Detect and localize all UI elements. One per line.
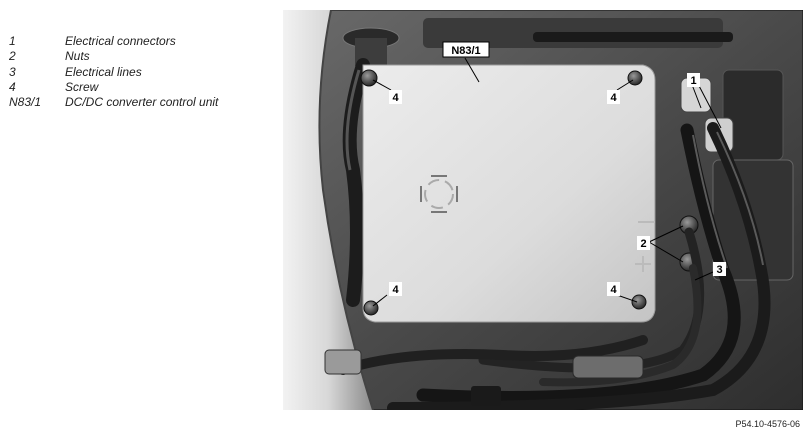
electrical-line (387, 122, 771, 410)
legend-desc: Electrical connectors (65, 34, 176, 48)
callout-screw-text: 4 (610, 284, 617, 296)
callout-label-unit: N83/1 (442, 41, 490, 58)
top-rail (533, 32, 733, 42)
legend: 1 Electrical connectors 2 Nuts 3 Electri… (9, 34, 274, 110)
callout-label-screw: 4 (389, 90, 402, 104)
legend-row: 3 Electrical lines (9, 65, 274, 80)
callout-leaders (372, 57, 722, 307)
electrical-line (539, 264, 702, 387)
control-unit-cover (362, 64, 656, 323)
callout-label-nuts: 2 (637, 236, 650, 250)
hose-highlight (345, 69, 361, 171)
callout-unit-text: N83/1 (451, 45, 480, 57)
harness-clip (572, 355, 644, 379)
hose (342, 58, 370, 307)
callout-label-screw: 4 (389, 282, 402, 296)
cover-center-symbol (420, 175, 458, 213)
callout-screw-text: 4 (610, 92, 617, 104)
callout-lines-text: 3 (716, 264, 722, 276)
electrical-line (416, 123, 741, 404)
callout-screw-text: 4 (392, 284, 399, 296)
legend-row: 4 Screw (9, 80, 274, 95)
screw-icon (627, 70, 643, 86)
legend-row: 2 Nuts (9, 49, 274, 64)
legend-key: 2 (9, 49, 16, 64)
connector-bottom (471, 386, 501, 406)
figure-reference: P54.10-4576-06 (735, 419, 800, 429)
legend-desc: DC/DC converter control unit (65, 95, 219, 110)
line-highlight (692, 134, 728, 269)
callout-label-screw: 4 (607, 282, 620, 296)
callout-screw-text: 4 (392, 92, 399, 104)
harness (338, 335, 648, 375)
legend-desc: Screw (65, 79, 99, 94)
callout-label-connectors: 1 (687, 73, 700, 87)
legend-key: 1 (9, 34, 16, 48)
legend-key: 4 (9, 79, 16, 94)
callout-connectors-text: 1 (690, 75, 696, 87)
legend-desc: Nuts (65, 49, 90, 64)
left-connector (324, 349, 362, 375)
body-panel-edge (318, 10, 374, 410)
legend-row: N83/1 DC/DC converter control unit (9, 95, 274, 110)
legend-row: 1 Electrical connectors (9, 34, 274, 49)
callout-label-lines: 3 (713, 262, 726, 276)
legend-key: N83/1 (9, 95, 42, 110)
legend-desc: Electrical lines (65, 64, 142, 79)
line-highlight (716, 131, 764, 266)
screw-icon (631, 294, 647, 310)
plus-symbol (635, 256, 651, 272)
body-panel (283, 10, 373, 410)
legend-key: 3 (9, 64, 16, 79)
screw-icon (360, 69, 378, 87)
engine-bay-photo: N83/1 4 4 4 4 1 2 3 (283, 10, 803, 410)
callout-label-screw: 4 (607, 90, 620, 104)
callout-nuts-text: 2 (640, 238, 646, 250)
